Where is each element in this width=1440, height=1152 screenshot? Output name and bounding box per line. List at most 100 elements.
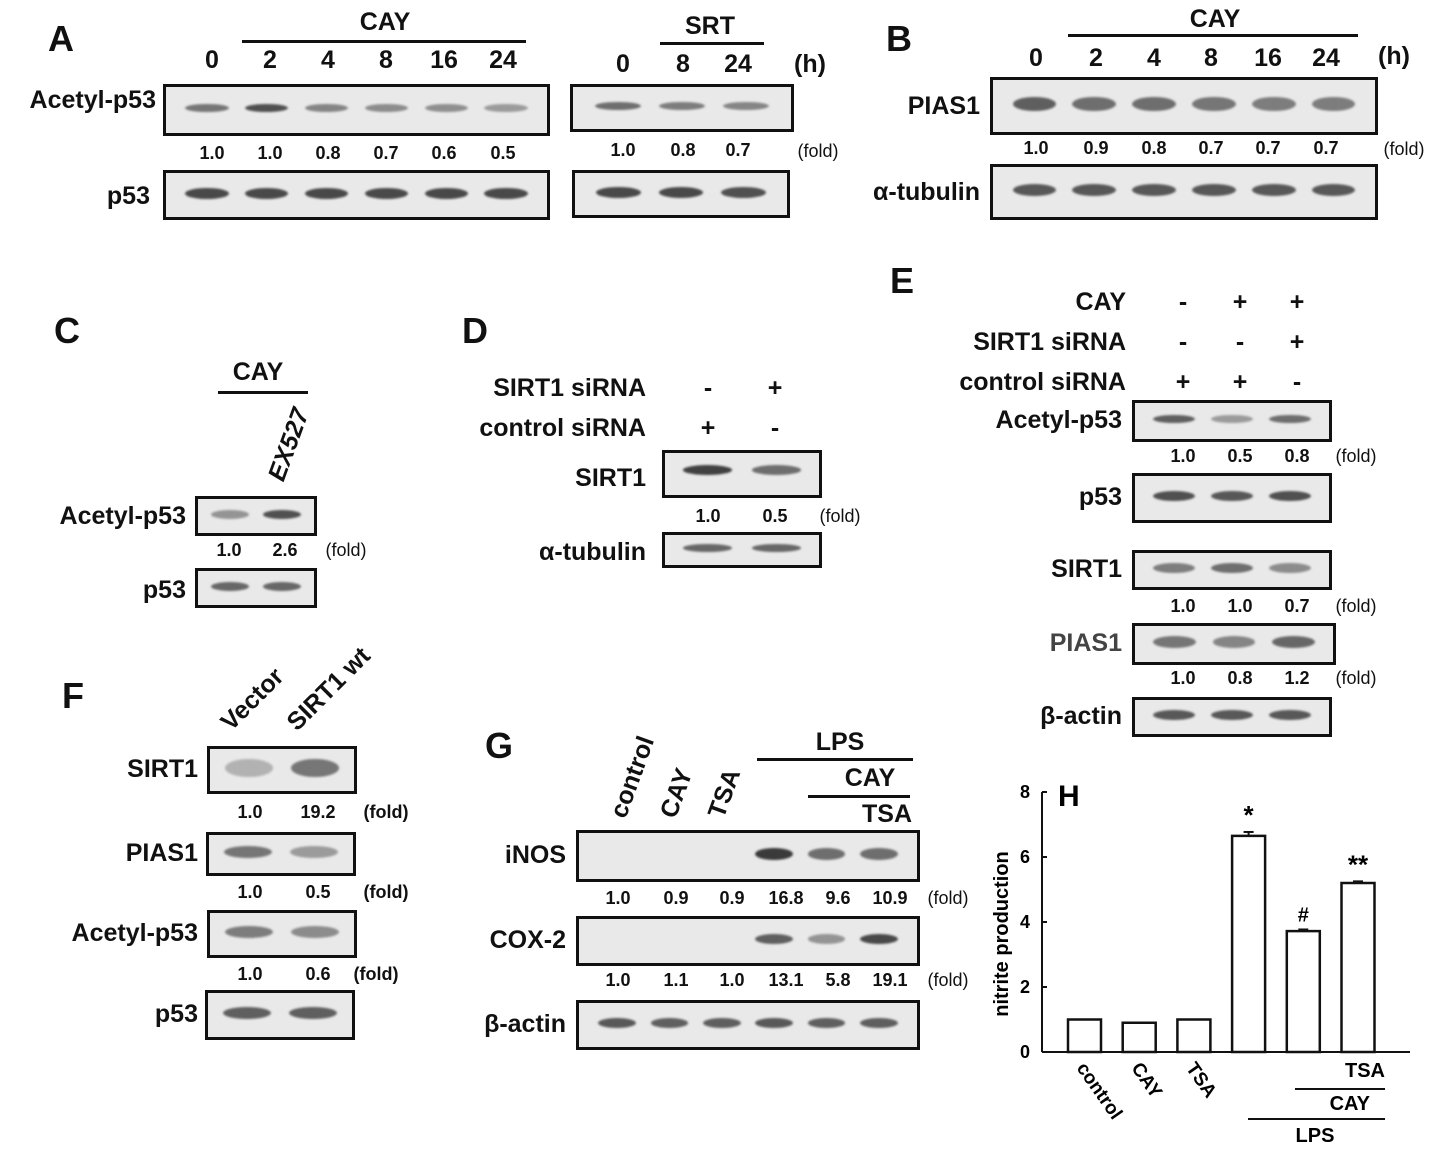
band <box>1211 710 1253 720</box>
band <box>1132 97 1176 111</box>
panel-d-fold-value: 0.5 <box>762 506 788 526</box>
group-label-lps: LPS <box>1296 1125 1335 1147</box>
panel-c-label: C <box>54 310 80 351</box>
band <box>658 102 706 110</box>
panel-a-fold-value: 0.5 <box>490 143 516 163</box>
panel-a-fold-value: 1.0 <box>199 143 225 163</box>
band <box>290 846 338 858</box>
panel-a-p53-blot <box>163 170 550 220</box>
panel-a-srt-fold-value: 1.0 <box>610 140 636 160</box>
panel-e-fold-unit: (fold) <box>1335 446 1377 466</box>
panel-e-sign: + <box>1232 368 1248 396</box>
panel-c-p53-blot <box>195 568 317 608</box>
panel-g-fold-value: 1.0 <box>605 888 631 908</box>
panel-g-lps-label: LPS <box>815 728 865 756</box>
band <box>658 186 704 198</box>
band <box>596 186 642 198</box>
panel-f-blot <box>207 746 357 794</box>
panel-e-sign: - <box>1235 328 1245 356</box>
chart-ylabel: nitrite production <box>991 851 1013 1017</box>
panel-b-fold-value: 0.7 <box>1198 138 1224 158</box>
panel-a-srt-p53-blot <box>572 170 790 218</box>
band <box>1312 184 1356 196</box>
band <box>211 581 249 591</box>
panel-g-fold-value: 16.8 <box>768 888 804 908</box>
band <box>263 581 301 591</box>
panel-b-fold-value: 0.9 <box>1083 138 1109 158</box>
band <box>289 1007 337 1019</box>
panel-f-blot <box>206 832 356 876</box>
panel-a-srt-bar <box>660 42 764 45</box>
panel-a-srt-fold-value: 0.7 <box>725 140 751 160</box>
bar <box>1176 1018 1212 1054</box>
band <box>751 544 802 552</box>
panel-a-fold-value: 1.0 <box>257 143 283 163</box>
band <box>1269 563 1311 573</box>
band <box>807 1018 846 1028</box>
panel-a-srt-time: 24 <box>724 50 752 78</box>
panel-g-fold-value: 1.0 <box>605 970 631 990</box>
panel-b-time: 4 <box>1147 44 1161 72</box>
panel-a-fold-value: 0.6 <box>431 143 457 163</box>
panel-e-sign: + <box>1289 328 1305 356</box>
panel-a-acetyl-p53-label: Acetyl-p53 <box>29 86 156 114</box>
panel-g-lane-tsa: TSA <box>702 765 747 822</box>
panel-f-fold-value: 19.2 <box>300 802 336 822</box>
band <box>1269 710 1311 720</box>
panel-c-fold-unit: (fold) <box>325 540 367 560</box>
band <box>594 102 641 110</box>
band <box>263 509 301 519</box>
panel-a-p53-label: p53 <box>106 182 150 210</box>
panel-f-fold-value: 1.0 <box>237 882 263 902</box>
panel-b-time: 8 <box>1204 44 1218 72</box>
panel-e-sign: + <box>1289 288 1305 316</box>
band <box>1153 636 1197 648</box>
panel-b-fold-value: 0.8 <box>1141 138 1167 158</box>
panel-f-lane-vector: Vector <box>215 662 290 737</box>
panel-a-srt-time: 8 <box>676 50 690 78</box>
band <box>1269 491 1311 501</box>
band <box>225 759 273 777</box>
panel-f-row-label: SIRT1 <box>127 755 198 783</box>
band <box>1269 415 1311 423</box>
panel-d-condition-label: control siRNA <box>479 414 646 442</box>
panel-b-fold-value: 0.7 <box>1255 138 1281 158</box>
band <box>1312 97 1356 111</box>
panel-b-label: B <box>886 18 912 59</box>
band <box>598 1018 636 1028</box>
panel-a-srt-time: 0 <box>616 50 630 78</box>
panel-e-fold-unit: (fold) <box>1335 668 1377 688</box>
panel-g-lane-cay: CAY <box>654 764 699 822</box>
band <box>859 1018 898 1028</box>
band <box>755 1018 793 1028</box>
band <box>682 544 733 552</box>
panel-e-blot <box>1132 550 1332 590</box>
band <box>1252 184 1296 196</box>
panel-g-blot <box>576 1000 920 1050</box>
panel-g-fold-unit: (fold) <box>927 970 969 990</box>
band <box>723 102 770 110</box>
panel-e-sign: + <box>1232 288 1248 316</box>
panel-b-fold-value: 0.7 <box>1313 138 1339 158</box>
panel-d-sign: + <box>700 414 716 442</box>
panel-a-cay-bar <box>242 40 526 43</box>
significance-marker: # <box>1298 904 1309 926</box>
panel-e-fold-value: 1.0 <box>1170 446 1196 466</box>
y-tick-label: 4 <box>1020 912 1030 932</box>
panel-f-fold-value: 1.0 <box>237 802 263 822</box>
bar <box>1285 929 1322 1054</box>
panel-f-blot <box>205 990 355 1040</box>
panel-f-row-label: Acetyl-p53 <box>71 919 198 947</box>
significance-marker: ** <box>1348 849 1369 879</box>
panel-e-fold-value: 0.8 <box>1284 446 1310 466</box>
y-tick-label: 2 <box>1020 977 1030 997</box>
band <box>1271 636 1315 648</box>
band <box>1072 184 1116 196</box>
panel-g-cay-label: CAY <box>844 764 896 792</box>
panel-g-fold-value: 1.0 <box>719 970 745 990</box>
panel-d-fold-unit: (fold) <box>819 506 861 526</box>
panel-e-blot <box>1132 623 1336 665</box>
panel-e-sign: - <box>1178 288 1188 316</box>
panel-g-fold-value: 9.6 <box>825 888 851 908</box>
panel-g-tsa-label: TSA <box>862 800 912 828</box>
